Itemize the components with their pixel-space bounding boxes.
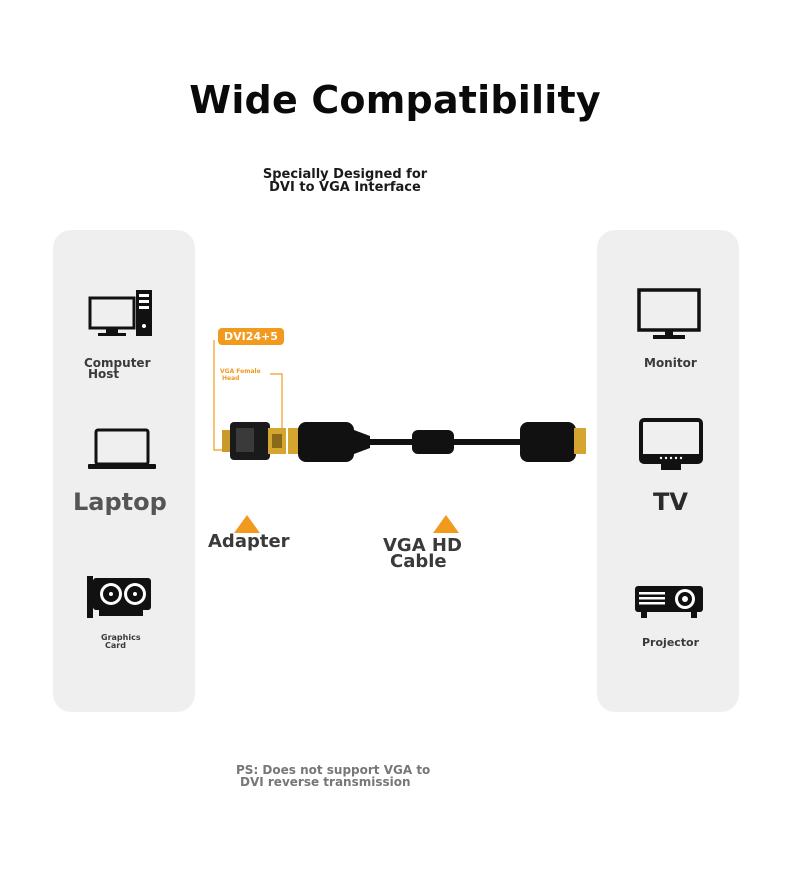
monitor-icon: [637, 288, 701, 339]
adapter-label: Adapter: [208, 531, 290, 552]
projector-label: Projector: [642, 636, 700, 649]
monitor-label: Monitor: [644, 356, 697, 370]
computer-host-icon: [88, 290, 152, 336]
laptop-icon: [88, 428, 156, 469]
display-devices-panel: Monitor TV Projector: [597, 230, 739, 712]
graphics-card-icon: [87, 576, 151, 618]
dvi-tag: DVI24+5: [218, 328, 284, 345]
vga-female-label: VGA Female Head: [220, 368, 261, 382]
ps-note: PS: Does not support VGA to DVI reverse …: [236, 763, 431, 789]
adapter-arrow-icon: [234, 515, 260, 533]
subtitle-line-2: DVI to VGA Interface: [269, 180, 421, 195]
dvi-vga-adapter-icon: [222, 422, 286, 460]
computer-host-label: Computer Host: [84, 356, 151, 381]
projector-icon: [635, 586, 703, 618]
subtitle: Specially Designed for DVI to VGA Interf…: [230, 168, 460, 194]
source-devices-panel: Computer Host Laptop Graphics Card: [53, 230, 195, 712]
subtitle-line-1: Specially Designed for: [262, 167, 428, 182]
vga-cable-icon: [288, 422, 586, 462]
page-title: Wide Compatibility: [189, 78, 601, 122]
tv-label: TV: [653, 488, 688, 516]
tv-icon: [639, 418, 703, 470]
cable-arrow-icon: [433, 515, 459, 533]
laptop-label: Laptop: [73, 488, 167, 516]
graphics-card-label: Graphics Card: [101, 633, 141, 650]
vga-cable-label: VGA HD Cable: [383, 535, 462, 572]
